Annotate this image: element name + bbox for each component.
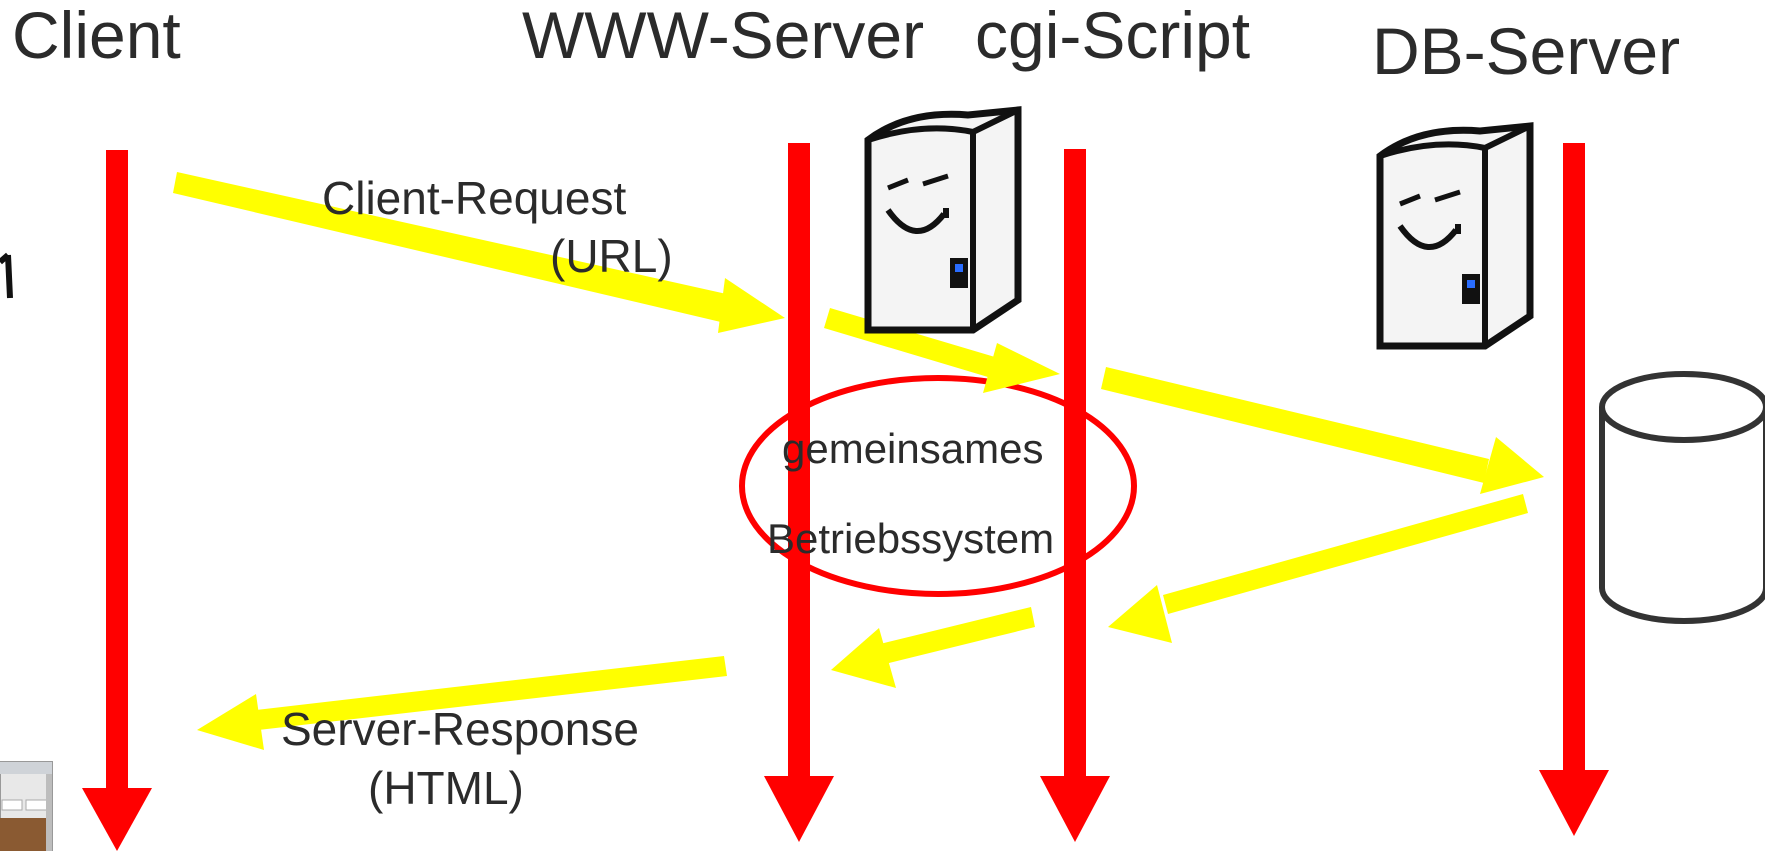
lane-title-cgi-script: cgi-Script: [975, 0, 1250, 72]
shared-os-ellipse: [739, 375, 1137, 597]
server-icon: [1376, 122, 1534, 350]
lifeline-cgi-script: [1040, 149, 1110, 842]
arrows: [173, 172, 1544, 750]
lane-title-client: Client: [12, 0, 181, 72]
lifeline-db-server: [1539, 143, 1609, 836]
arrow-cgi-to-www: [880, 607, 1035, 664]
server-icon: [864, 106, 1022, 334]
lane-title-db-server: DB-Server: [1372, 14, 1680, 88]
request-label-url: (URL): [550, 230, 673, 282]
shared-os-label-1: gemeinsames: [782, 425, 1043, 472]
database-icon: [1599, 371, 1765, 624]
arrow-db-to-cgi: [1163, 494, 1528, 614]
arrow-server-response: [247, 656, 727, 731]
response-label: Server-Response: [281, 703, 639, 755]
arrow-cgi-to-db: [1101, 367, 1489, 483]
lifeline-client: [82, 150, 152, 851]
response-label-html: (HTML): [368, 762, 524, 814]
arrow-client-request: [173, 172, 731, 323]
cropped-icon-fragment: [0, 252, 13, 299]
lifeline-www-server: [764, 143, 834, 842]
lane-title-www-server: WWW-Server: [522, 0, 924, 72]
shared-os-label-2: Betriebssystem: [767, 515, 1054, 562]
request-label: Client-Request: [322, 172, 626, 224]
browser-screenshot-thumbnail: [0, 761, 53, 851]
